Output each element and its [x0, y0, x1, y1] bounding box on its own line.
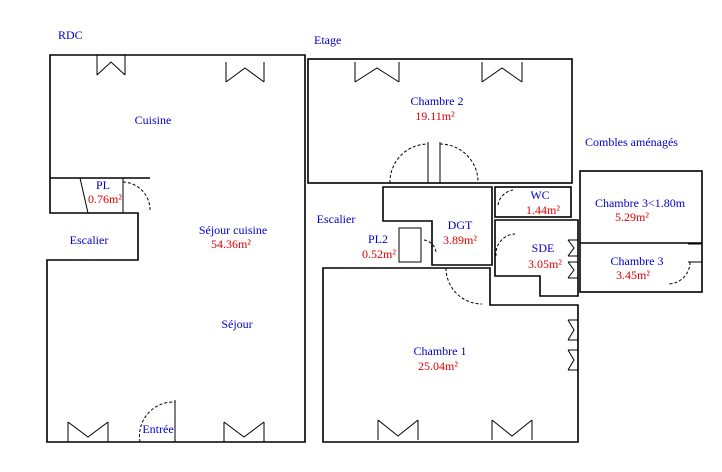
- entree-label: Entrée: [142, 422, 173, 436]
- rdc-heading: RDC: [58, 28, 83, 42]
- pl2-label: PL2: [368, 232, 388, 246]
- rdc-walls: [46, 54, 306, 443]
- sejour-cuisine-area: 54.36m²: [211, 237, 251, 251]
- escalier-etage-label: Escalier: [317, 212, 356, 226]
- combles-heading: Combles aménagés: [585, 135, 678, 149]
- escalier-rdc-label: Escalier: [70, 233, 109, 247]
- chambre3-area: 3.45m²: [616, 268, 650, 282]
- pl2-area: 0.52m²: [362, 247, 396, 261]
- etage-doors: [389, 142, 578, 305]
- sejour-cuisine-label: Séjour cuisine: [199, 223, 267, 237]
- sde-area: 3.05m²: [528, 257, 562, 271]
- sde-label: SDE: [532, 241, 555, 255]
- wc-area: 1.44m²: [526, 203, 560, 217]
- combles-walls: [579, 170, 703, 293]
- dgt-area: 3.89m²: [443, 233, 477, 247]
- chambre3-low-area: 5.29m²: [615, 210, 649, 224]
- dgt-label: DGT: [448, 218, 473, 232]
- pl-area: 0.76m²: [88, 192, 122, 206]
- rdc-doors: [122, 181, 176, 443]
- chambre1-area: 25.04m²: [418, 359, 458, 373]
- cuisine-label: Cuisine: [135, 113, 172, 127]
- chambre3-label: Chambre 3: [611, 254, 664, 268]
- chambre1-label: Chambre 1: [414, 344, 467, 358]
- sejour-label: Séjour: [221, 317, 252, 331]
- wc-label: WC: [530, 188, 549, 202]
- rdc-windows: [67, 55, 265, 442]
- chambre2-label: Chambre 2: [411, 94, 464, 108]
- combles-doors: [667, 243, 702, 285]
- etage-heading: Etage: [314, 33, 341, 47]
- etage-windows: [354, 62, 578, 440]
- chambre3-low-label: Chambre 3<1.80m: [595, 196, 686, 210]
- pl-label: PL: [96, 178, 110, 192]
- chambre2-area: 19.11m²: [415, 109, 455, 123]
